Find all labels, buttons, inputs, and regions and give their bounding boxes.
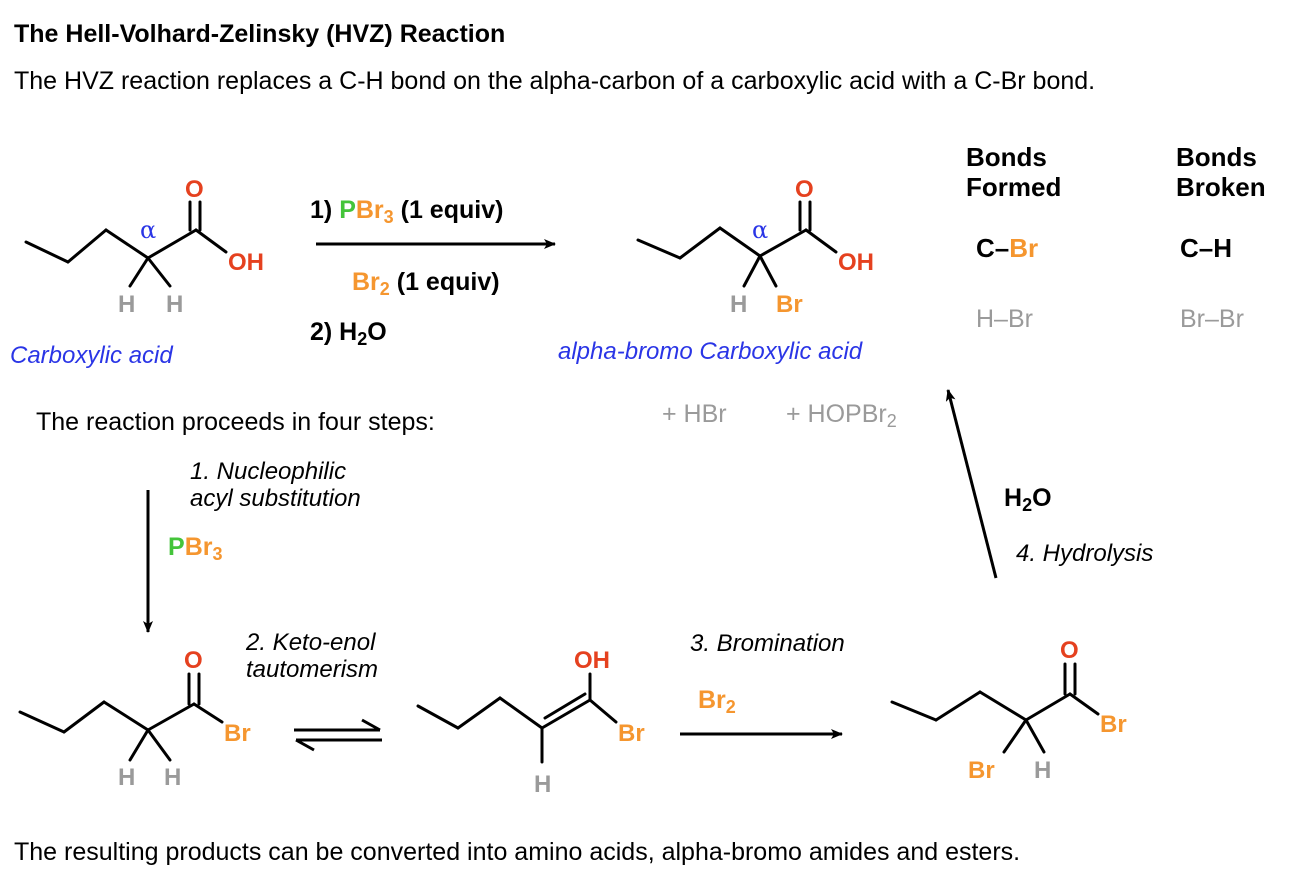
atom-h: H [730,291,747,318]
step2-label: 2. Keto-enol tautomerism [246,629,379,683]
byproduct-hbr: + HBr [662,400,727,428]
bond-formed-c-br: C–Br [976,233,1039,263]
atom-o: O [184,647,203,674]
alpha-label: α [752,216,768,244]
atom-br: Br [968,757,995,784]
enol-structure [416,672,618,764]
atom-br: Br [224,720,251,747]
atom-o: O [795,176,814,203]
reagent-br2: Br2 (1 equiv) [352,268,500,300]
atom-h: H [534,771,551,798]
bonds-formed-header: Bonds Formed [966,142,1062,202]
product-label: alpha-bromo Carboxylic acid [558,338,863,365]
atom-h: H [118,291,135,318]
atom-br: Br [776,291,803,318]
page-title: The Hell-Volhard-Zelinsky (HVZ) Reaction [14,20,506,48]
step3-label: 3. Bromination [690,630,845,657]
atom-h: H [118,764,135,791]
atom-h: H [166,291,183,318]
alpha-bromo-acyl-bromide-structure [890,662,1100,754]
carboxylic-acid-structure [24,200,228,288]
step4-reagent: H2O [1004,484,1052,516]
step1-reagent: PBr3 [168,533,223,565]
atom-o: O [1060,637,1079,664]
bond-formed-h-br: H–Br [976,305,1033,333]
step1-label: 1. Nucleophilic acyl substitution [190,458,361,512]
intro-text: The HVZ reaction replaces a C-H bond on … [14,67,1096,95]
footer-text: The resulting products can be converted … [14,838,1021,866]
reagent-step1: 1) PBr3 (1 equiv) [310,196,504,228]
atom-oh: OH [228,249,264,276]
byproduct-hopbr2: + HOPBr2 [786,400,897,432]
start-material-label: Carboxylic acid [10,342,173,369]
bond-broken-br-br: Br–Br [1180,305,1244,333]
atom-br: Br [618,720,645,747]
atom-oh: OH [574,647,610,674]
alpha-bromo-acid-structure [636,200,838,288]
step3-reagent: Br2 [698,686,736,718]
atom-h: H [164,764,181,791]
atom-oh: OH [838,249,874,276]
atom-o: O [185,176,204,203]
equilibrium-arrows [294,718,382,752]
mechanism-intro: The reaction proceeds in four steps: [36,408,435,436]
step4-label: 4. Hydrolysis [1016,540,1154,567]
atom-h: H [1034,757,1051,784]
reagent-step2: 2) H2O [310,318,387,350]
step4-arrow [945,389,998,579]
bonds-broken-header: Bonds Broken [1176,142,1266,202]
alpha-label: α [140,216,156,244]
acyl-bromide-structure [18,672,224,762]
atom-br: Br [1100,711,1127,738]
bond-broken-c-h: C–H [1180,233,1233,263]
